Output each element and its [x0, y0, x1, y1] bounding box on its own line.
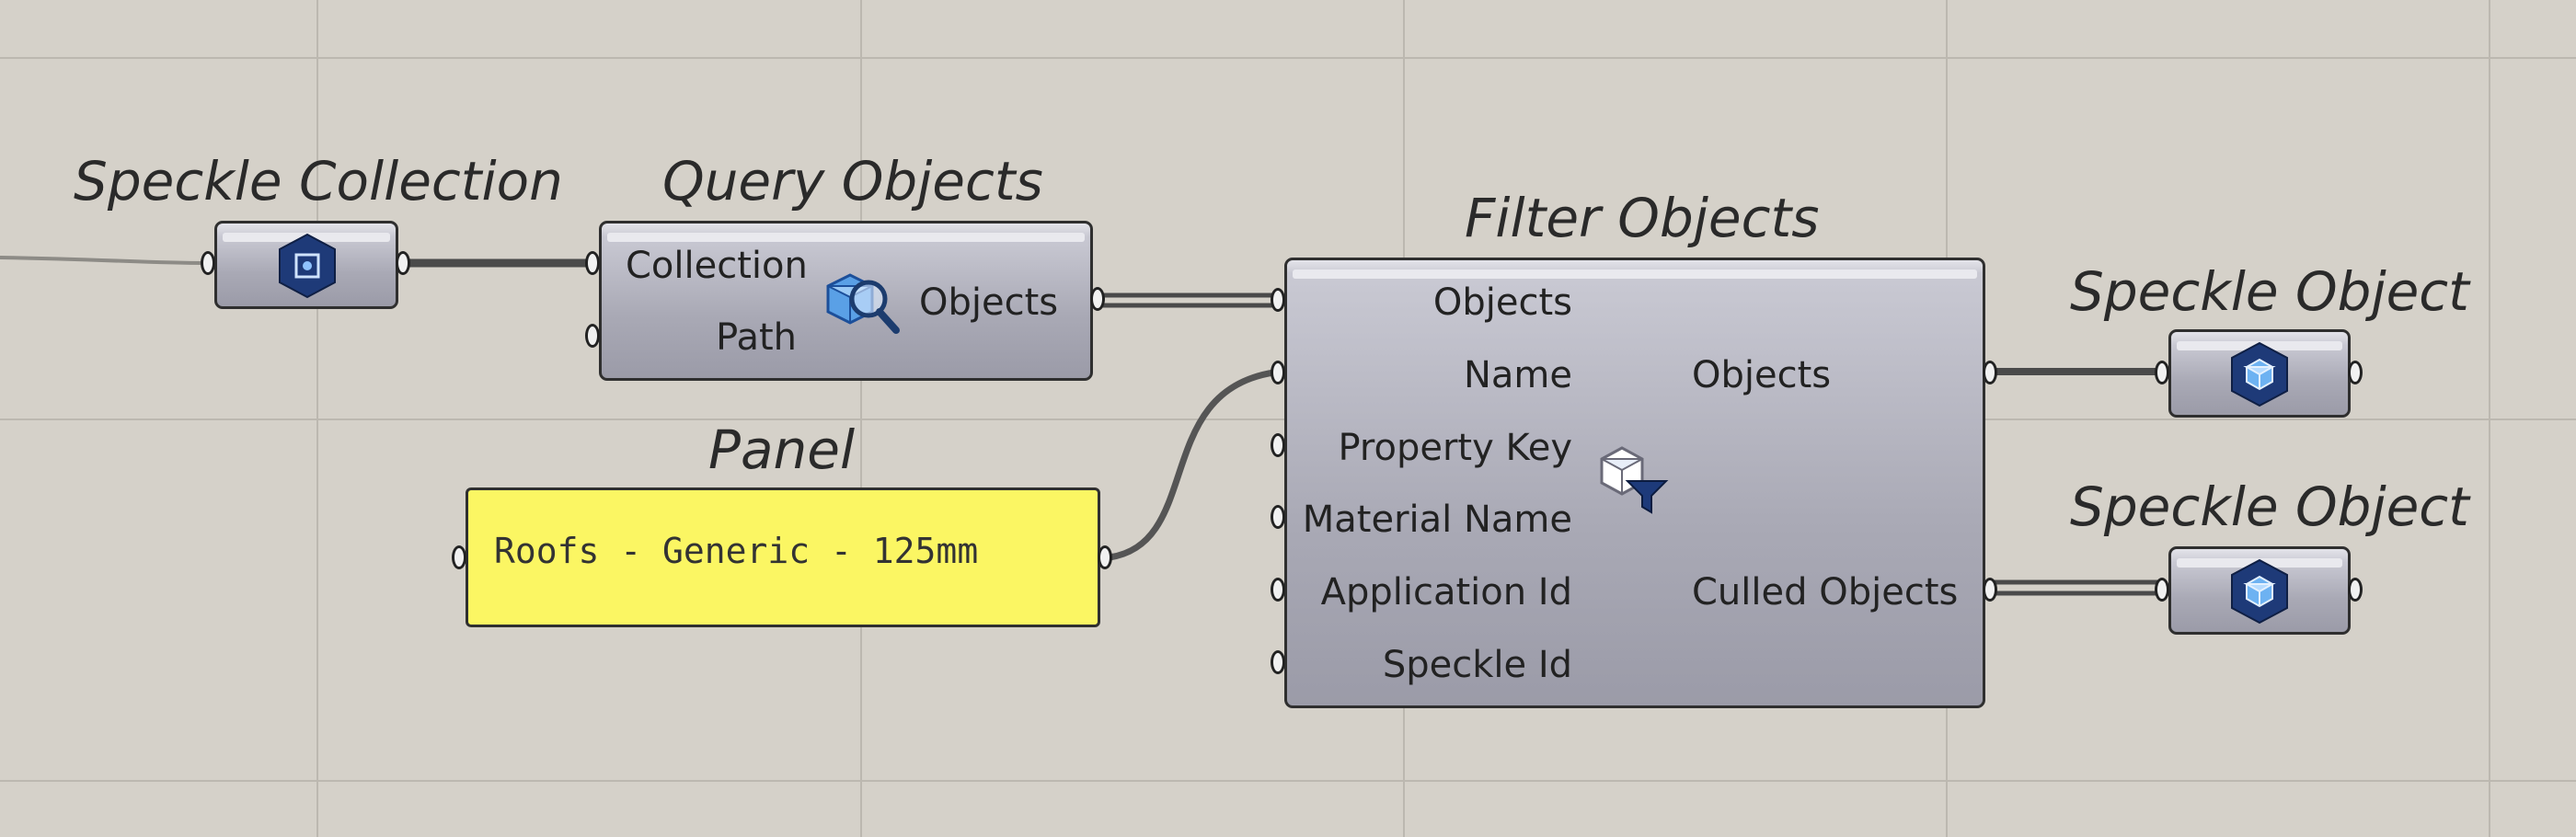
query-input-port-collection[interactable]	[585, 251, 600, 275]
query-input-port-path[interactable]	[585, 324, 600, 348]
filter-output-port-culled-objects[interactable]	[1983, 578, 1997, 602]
filter-input-port-material-name[interactable]	[1271, 505, 1285, 529]
panel-text[interactable]: Roofs - Generic - 125mm	[494, 531, 979, 571]
query-output-label-objects: Objects	[919, 281, 1059, 324]
query-objects-title: Query Objects	[662, 150, 1043, 212]
speckle-collection-icon	[279, 233, 336, 299]
filter-input-port-application-id[interactable]	[1271, 578, 1285, 602]
filter-output-label-culled-objects: Culled Objects	[1692, 571, 1959, 613]
filter-input-label-property-key: Property Key	[1338, 427, 1573, 469]
wire-panel-to-name	[1109, 368, 1282, 561]
speckle-collection-output-port[interactable]	[396, 251, 410, 275]
speckle-object-1-component[interactable]	[2168, 329, 2351, 418]
panel-input-port[interactable]	[452, 545, 466, 569]
speckle-collection-input-port[interactable]	[201, 251, 215, 275]
filter-input-label-speckle-id: Speckle Id	[1382, 644, 1572, 686]
query-output-port-objects[interactable]	[1090, 287, 1105, 311]
wire-incoming	[0, 256, 207, 265]
filter-objects-component[interactable]: Objects Name Property Key Material Name …	[1284, 258, 1985, 708]
filter-cube-icon	[1600, 446, 1669, 514]
query-input-label-collection: Collection	[626, 245, 808, 287]
component-highlight	[1293, 269, 1977, 279]
filter-input-port-name[interactable]	[1271, 361, 1285, 384]
query-input-label-path: Path	[716, 316, 797, 359]
filter-input-label-name: Name	[1463, 354, 1572, 396]
query-objects-component[interactable]: Collection Path Objects	[599, 221, 1093, 381]
speckle-collection-component[interactable]	[214, 221, 398, 309]
speckle-collection-title: Speckle Collection	[74, 150, 563, 212]
speckle-object-icon	[2231, 558, 2288, 625]
panel-title: Panel	[708, 418, 856, 481]
filter-input-port-objects[interactable]	[1271, 288, 1285, 312]
speckle-object-2-input-port[interactable]	[2155, 578, 2169, 602]
component-highlight	[607, 233, 1085, 242]
speckle-object-2-component[interactable]	[2168, 546, 2351, 635]
filter-input-label-objects: Objects	[1432, 281, 1572, 324]
grid-line	[0, 57, 2576, 59]
panel-output-port[interactable]	[1098, 545, 1112, 569]
filter-input-port-speckle-id[interactable]	[1271, 650, 1285, 674]
filter-input-port-property-key[interactable]	[1271, 433, 1285, 457]
speckle-object-1-input-port[interactable]	[2155, 361, 2169, 384]
filter-objects-title: Filter Objects	[1465, 187, 1820, 249]
filter-input-label-application-id: Application Id	[1320, 571, 1572, 613]
filter-output-label-objects: Objects	[1692, 354, 1832, 396]
speckle-object-icon	[2231, 341, 2288, 407]
filter-input-label-material-name: Material Name	[1302, 499, 1572, 541]
speckle-object-2-title: Speckle Object	[2070, 476, 2469, 538]
speckle-object-1-output-port[interactable]	[2348, 361, 2363, 384]
grid-line	[0, 780, 2576, 782]
query-magnifier-icon	[826, 273, 900, 334]
speckle-object-1-title: Speckle Object	[2070, 260, 2469, 323]
filter-output-port-objects[interactable]	[1983, 361, 1997, 384]
speckle-object-2-output-port[interactable]	[2348, 578, 2363, 602]
text-panel[interactable]: Roofs - Generic - 125mm	[466, 487, 1100, 627]
